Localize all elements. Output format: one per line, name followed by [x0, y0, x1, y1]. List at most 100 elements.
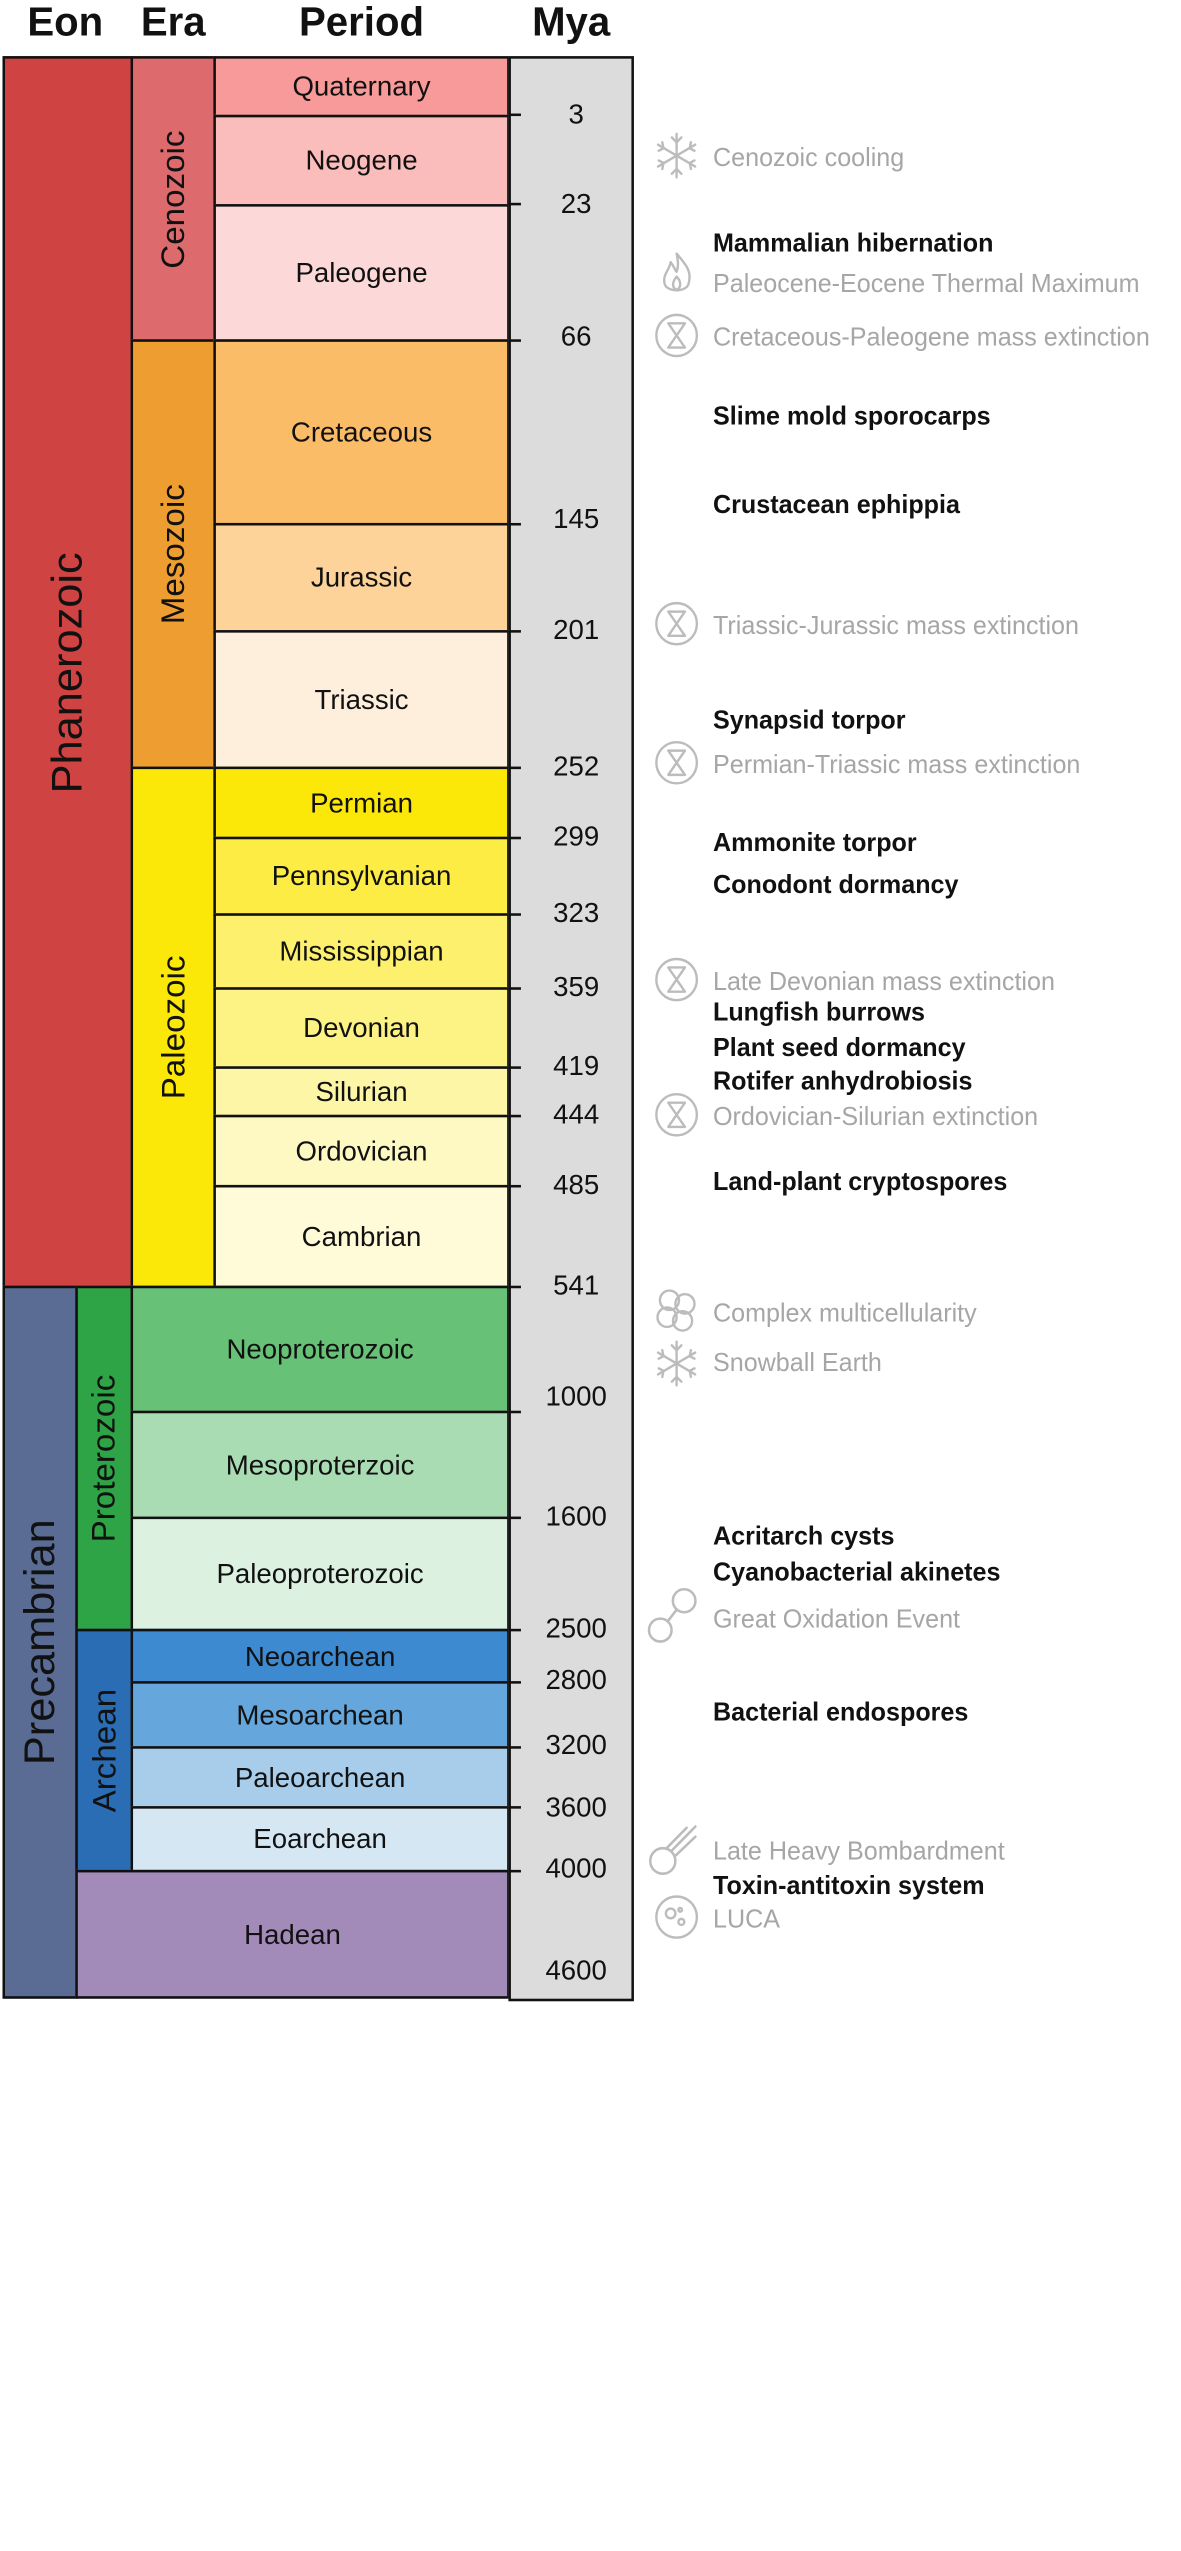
period-label: Mississippian — [279, 934, 444, 967]
mya-tick-label: 323 — [553, 896, 600, 929]
period-eoarchean: Eoarchean — [130, 1806, 510, 1873]
mya-tick-label: 1000 — [545, 1380, 607, 1412]
meteor-icon — [648, 1825, 697, 1875]
tick-mark — [508, 1066, 521, 1069]
era-label: Archean — [84, 1688, 123, 1813]
event-ammonite-torpor: Ammonite torpor — [713, 829, 917, 858]
mya-tick-label: 1600 — [545, 1499, 607, 1532]
period-label: Paleoproterozoic — [216, 1557, 424, 1590]
period-devonian: Devonian — [213, 987, 510, 1069]
header-mya: Mya — [532, 0, 611, 45]
tick-mark — [508, 1184, 521, 1188]
event-mammalian-hibernation: Mammalian hibernation — [713, 229, 994, 258]
event-cenozoic-cooling: Cenozoic cooling — [713, 144, 905, 173]
hourglass-icon — [655, 1092, 699, 1137]
period-mesoarchean: Mesoarchean — [130, 1681, 510, 1749]
event-land-plant-cryptospores: Land-plant cryptospores — [713, 1168, 1008, 1197]
period-label: Devonian — [303, 1011, 420, 1044]
event-triassic-jurassic-extinction: Triassic-Jurassic mass extinction — [713, 612, 1079, 641]
era-label: Paleozoic — [153, 955, 192, 1100]
period-label: Quaternary — [292, 70, 431, 103]
period-label: Cambrian — [301, 1220, 422, 1252]
period-paleoproterozoic: Paleoproterozoic — [130, 1516, 510, 1632]
event-slime-mold-sporocarps: Slime mold sporocarps — [713, 403, 991, 432]
mya-tick-label: 66 — [560, 320, 592, 353]
period-label: Hadean — [244, 1917, 341, 1950]
period-cretaceous: Cretaceous — [213, 339, 510, 526]
period-cambrian: Cambrian — [213, 1184, 510, 1289]
mya-tick-label: 419 — [553, 1049, 600, 1082]
period-jurassic: Jurassic — [213, 522, 510, 633]
period-label: Permian — [310, 786, 413, 819]
mya-tick-label: 2500 — [545, 1612, 607, 1645]
period-label: Paleoarchean — [234, 1760, 406, 1793]
mya-tick-label: 3200 — [545, 1728, 607, 1761]
period-label: Eoarchean — [253, 1822, 387, 1855]
period-mesoproterzoic: Mesoproterzoic — [130, 1410, 510, 1520]
tick-mark — [508, 1285, 521, 1289]
tick-mark — [508, 1516, 521, 1520]
snowflake-icon — [656, 1340, 697, 1387]
mya-tick-label: 145 — [553, 502, 600, 535]
event-permian-triassic-extinction: Permian-Triassic mass extinction — [713, 751, 1081, 780]
period-label: Paleogene — [295, 256, 428, 289]
era-paleozoic: Paleozoic — [130, 766, 216, 1289]
event-snowball-earth: Snowball Earth — [713, 1349, 882, 1378]
era-cenozoic: Cenozoic — [130, 56, 216, 342]
era-label: Proterozoic — [84, 1374, 123, 1543]
event-petm: Paleocene-Eocene Thermal Maximum — [713, 270, 1140, 299]
period-silurian: Silurian — [213, 1066, 510, 1118]
tick-mark — [508, 913, 521, 916]
mya-tick-label: 2800 — [545, 1663, 607, 1696]
event-lungfish-burrows: Lungfish burrows — [713, 998, 926, 1027]
snowflake-icon — [656, 132, 697, 179]
period-ordovician: Ordovician — [213, 1114, 510, 1188]
period-label: Neoarchean — [244, 1639, 396, 1672]
period-label: Cretaceous — [290, 415, 433, 448]
period-label: Neogene — [305, 144, 418, 177]
event-conodont-dormancy: Conodont dormancy — [713, 871, 959, 900]
event-rotifer-anhydrobiosis: Rotifer anhydrobiosis — [713, 1067, 973, 1096]
period-permian: Permian — [213, 766, 510, 840]
period-label: Mesoarchean — [236, 1698, 404, 1731]
eon-label: Precambrian — [15, 1519, 64, 1766]
hourglass-icon — [655, 601, 699, 646]
mya-tick-label: 299 — [553, 820, 600, 853]
era-archean: Archean — [75, 1628, 134, 1873]
event-crustacean-ephippia: Crustacean ephippia — [713, 491, 960, 520]
period-neoarchean: Neoarchean — [130, 1628, 510, 1684]
tick-mark — [508, 766, 521, 770]
mya-tick-label: 485 — [553, 1168, 600, 1201]
hourglass-icon — [655, 740, 699, 785]
period-label: Ordovician — [295, 1134, 428, 1167]
eon-phanerozoic: Phanerozoic — [2, 56, 134, 1289]
period-pennsylvanian: Pennsylvanian — [213, 836, 510, 916]
period-label: Triassic — [314, 683, 409, 715]
mya-tick-label: 359 — [553, 970, 600, 1003]
period-neoproterozoic: Neoproterozoic — [130, 1285, 510, 1414]
period-paleoarchean: Paleoarchean — [130, 1746, 510, 1809]
tick-mark — [508, 987, 521, 990]
header-eon: Eon — [27, 0, 104, 45]
tick-mark — [508, 1410, 521, 1414]
mya-tick-label: 444 — [553, 1098, 600, 1131]
period-triassic: Triassic — [213, 630, 510, 770]
tick-mark — [508, 1681, 521, 1684]
period-quaternary: Quaternary — [213, 56, 510, 118]
event-late-devonian-extinction: Late Devonian mass extinction — [713, 968, 1055, 997]
event-complex-multicellularity: Complex multicellularity — [713, 1299, 977, 1328]
tick-mark — [508, 202, 521, 206]
mya-tick-label: 4000 — [545, 1852, 607, 1884]
event-luca: LUCA — [713, 1905, 780, 1934]
period-label: Mesoproterzoic — [225, 1448, 415, 1481]
tick-mark — [508, 1628, 521, 1632]
mya-tick-label: 3600 — [545, 1790, 607, 1823]
mya-tick-label: 3 — [568, 98, 584, 131]
tick-mark — [508, 1114, 521, 1118]
eon-label: Phanerozoic — [43, 551, 92, 793]
mya-tick-label: 252 — [553, 749, 600, 782]
era-proterozoic: Proterozoic — [75, 1285, 134, 1632]
event-late-heavy-bombardment: Late Heavy Bombardment — [713, 1837, 1005, 1867]
tick-mark — [508, 1869, 521, 1873]
